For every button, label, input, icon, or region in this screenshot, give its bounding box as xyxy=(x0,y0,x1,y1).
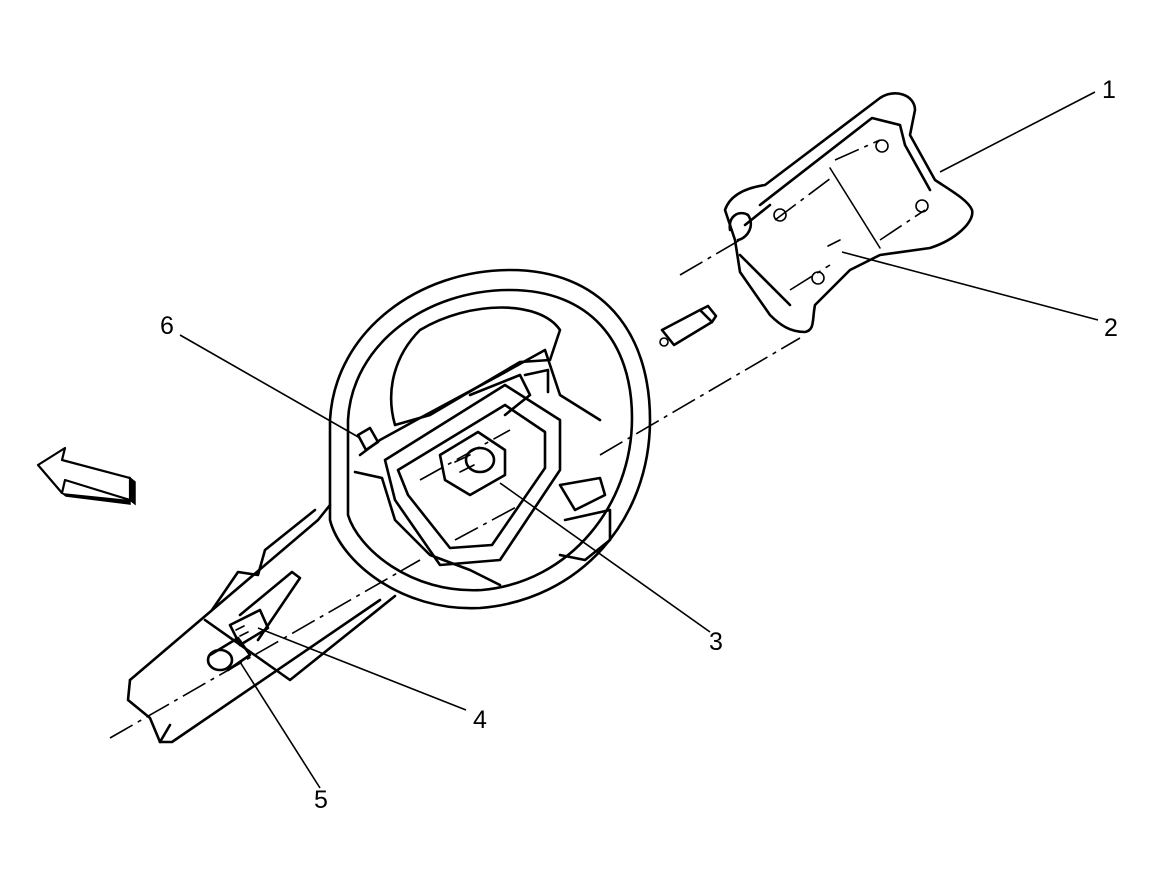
leader-4 xyxy=(257,627,467,711)
steering-column xyxy=(126,503,397,744)
front-direction-arrow-icon xyxy=(36,446,136,506)
callouts: 1 2 3 4 5 6 xyxy=(160,76,1118,814)
leader-3 xyxy=(499,482,711,633)
steering-wheel xyxy=(328,268,652,610)
callout-6: 6 xyxy=(160,312,174,340)
callout-3: 3 xyxy=(709,628,723,656)
callout-1: 1 xyxy=(1102,76,1116,104)
leader-2 xyxy=(841,251,1099,321)
leader-lines xyxy=(179,91,1099,789)
connector-pin xyxy=(659,304,718,347)
leader-6 xyxy=(179,334,361,439)
airbag-module xyxy=(723,92,974,334)
tilt-lever xyxy=(206,570,302,672)
center-axis xyxy=(109,239,801,739)
horn-contact xyxy=(356,426,380,452)
leader-1 xyxy=(939,91,1096,173)
callout-5: 5 xyxy=(314,786,328,814)
callout-2: 2 xyxy=(1104,314,1118,342)
steering-wheel-nut xyxy=(419,429,521,541)
leader-5 xyxy=(239,661,321,789)
callout-4: 4 xyxy=(473,706,487,734)
